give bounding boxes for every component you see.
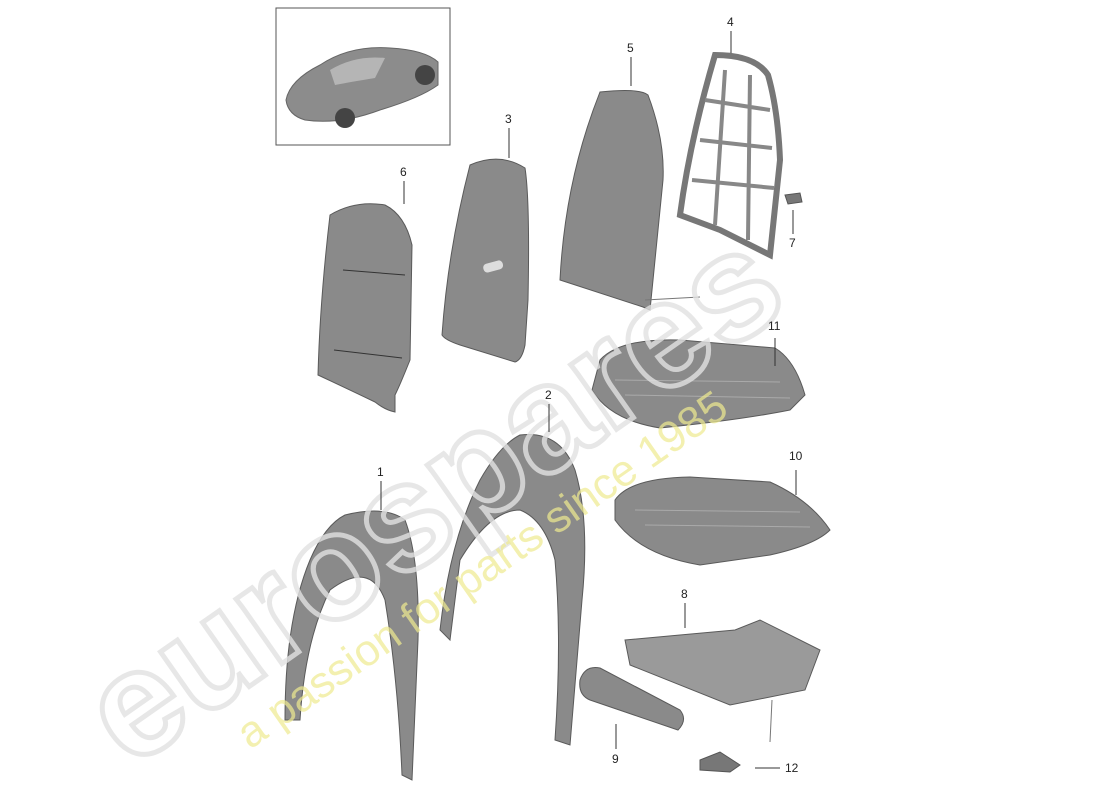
callout-7[interactable]: 7 bbox=[789, 210, 796, 250]
svg-text:6: 6 bbox=[400, 165, 407, 179]
callout-9[interactable]: 9 bbox=[612, 724, 619, 766]
part-6-backrest-pad[interactable] bbox=[317, 203, 413, 413]
svg-text:7: 7 bbox=[789, 236, 796, 250]
callout-3[interactable]: 3 bbox=[505, 112, 512, 158]
part-11-seat-cushion[interactable] bbox=[591, 339, 806, 429]
svg-text:11: 11 bbox=[768, 319, 781, 333]
svg-text:9: 9 bbox=[612, 752, 619, 766]
callout-11[interactable]: 11 bbox=[768, 319, 781, 366]
callout-1[interactable]: 1 bbox=[377, 465, 384, 510]
svg-text:3: 3 bbox=[505, 112, 512, 126]
car-icon bbox=[285, 47, 439, 128]
svg-text:8: 8 bbox=[681, 587, 688, 601]
vehicle-thumbnail bbox=[275, 7, 451, 146]
svg-text:5: 5 bbox=[627, 41, 634, 55]
svg-text:12: 12 bbox=[785, 761, 799, 775]
callout-5[interactable]: 5 bbox=[627, 41, 634, 86]
callout-10[interactable]: 10 bbox=[789, 449, 803, 495]
part-1-side-bolster-left[interactable] bbox=[284, 510, 419, 781]
part-2-side-bolster-right[interactable] bbox=[439, 433, 586, 746]
callout-8[interactable]: 8 bbox=[681, 587, 688, 628]
callout-2[interactable]: 2 bbox=[545, 388, 552, 432]
callout-4[interactable]: 4 bbox=[727, 15, 734, 53]
part-12-bracket[interactable] bbox=[699, 751, 741, 773]
part-9-bolster-pad[interactable] bbox=[579, 667, 684, 731]
svg-text:4: 4 bbox=[727, 15, 734, 29]
part-7-clip[interactable] bbox=[784, 192, 803, 205]
svg-text:1: 1 bbox=[377, 465, 384, 479]
callout-6[interactable]: 6 bbox=[400, 165, 407, 204]
callout-12[interactable]: 12 bbox=[755, 761, 799, 775]
part-8-seat-support[interactable] bbox=[624, 619, 821, 706]
part-4-backrest-frame[interactable] bbox=[676, 51, 784, 260]
part-3-backrest-panel[interactable] bbox=[441, 158, 530, 363]
part-5-backrest-cover[interactable] bbox=[559, 90, 664, 311]
svg-text:2: 2 bbox=[545, 388, 552, 402]
svg-text:10: 10 bbox=[789, 449, 803, 463]
part-10-seat-pad[interactable] bbox=[614, 476, 831, 566]
